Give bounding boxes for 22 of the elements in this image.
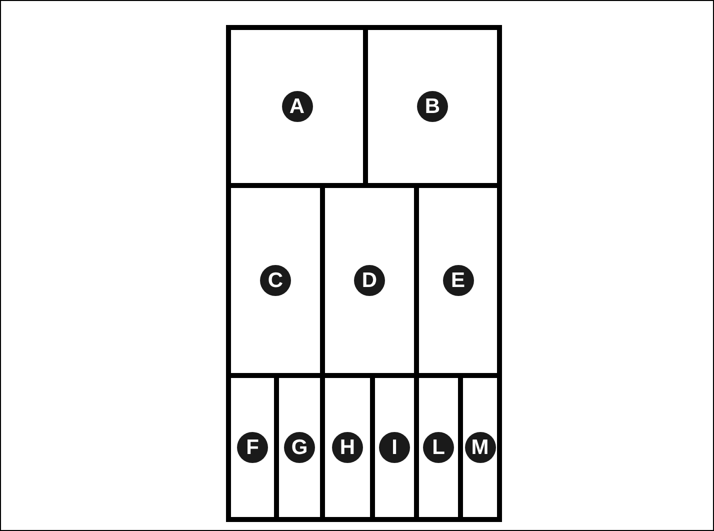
compartment-box: [375, 378, 414, 517]
compartment-box: [419, 188, 497, 373]
callout-letter: I: [379, 432, 410, 463]
compartment-box: [231, 378, 274, 517]
compartment-box: [419, 378, 458, 517]
compartment-box: [231, 30, 363, 183]
callout-letter: E: [442, 265, 474, 296]
callout-letter: F: [237, 432, 268, 463]
callout-letter: L: [423, 432, 454, 463]
compartment-box: [325, 188, 414, 373]
compartment-box: [368, 30, 497, 183]
compartment-box: [231, 188, 320, 373]
callout-letter: H: [332, 432, 363, 463]
callout-letter: G: [284, 432, 315, 463]
callout-letter: A: [282, 91, 312, 122]
compartment-box: [325, 378, 370, 517]
compartment-box: [463, 378, 497, 517]
compartment-box: [279, 378, 320, 517]
callout-letter: B: [417, 91, 448, 122]
callout-letter: M: [464, 432, 496, 463]
callout-letter: C: [260, 265, 291, 296]
callout-letter: D: [354, 265, 385, 296]
